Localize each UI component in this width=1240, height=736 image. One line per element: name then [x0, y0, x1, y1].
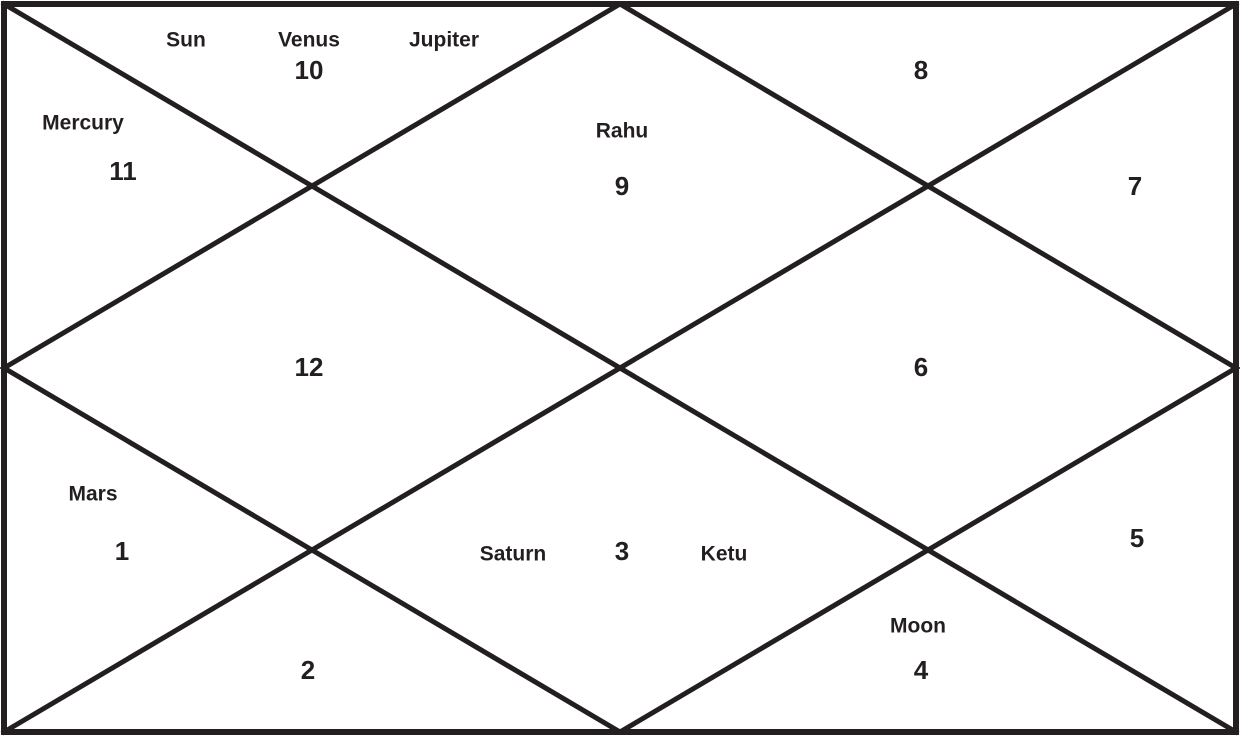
- house-number: 9: [615, 171, 629, 201]
- planet-label: Mercury: [42, 112, 124, 135]
- house-number: 3: [615, 536, 629, 566]
- house-number: 10: [295, 55, 324, 85]
- planet-label: Venus: [278, 29, 340, 52]
- planet-label: Saturn: [480, 543, 547, 566]
- house-number: 11: [109, 156, 137, 186]
- house-number: 2: [301, 655, 315, 685]
- planet-label: Jupiter: [409, 29, 479, 52]
- planet-label: Moon: [890, 615, 946, 638]
- house-number: 12: [295, 352, 324, 382]
- planet-label: Mars: [68, 483, 117, 506]
- house-number: 6: [914, 352, 928, 382]
- house-number: 7: [1128, 171, 1142, 201]
- house-number: 1: [115, 536, 129, 566]
- planet-label: Ketu: [701, 543, 748, 566]
- house-number: 8: [914, 55, 928, 85]
- house-number: 5: [1130, 523, 1144, 553]
- house-number: 4: [914, 655, 929, 685]
- planet-label: Sun: [166, 29, 206, 52]
- planet-label: Rahu: [596, 120, 649, 143]
